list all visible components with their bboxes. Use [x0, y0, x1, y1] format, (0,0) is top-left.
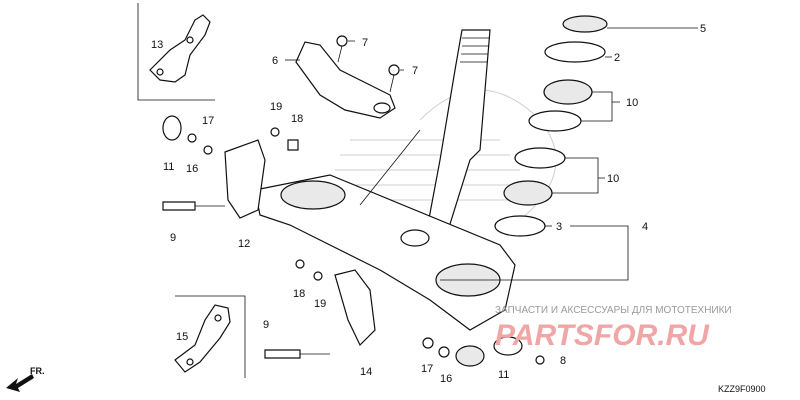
- bottom-right-parts: [422, 336, 545, 367]
- callout-19-lower: 19: [314, 298, 326, 310]
- callout-11-upper: 11: [163, 161, 174, 173]
- inset-bracket-15: [174, 295, 246, 378]
- watermark-tagline: ЗАПЧАСТИ И АКСЕССУАРЫ ДЛЯ МОТОТЕХНИКИ: [495, 305, 732, 316]
- callout-14: 14: [360, 366, 372, 378]
- callout-11-lower: 11: [498, 369, 509, 381]
- callout-2: 2: [614, 52, 620, 64]
- callout-18-lower: 18: [293, 288, 305, 300]
- callout-16-upper: 16: [186, 163, 198, 175]
- callout-7-b: 7: [412, 65, 418, 77]
- watermark: ЗАПЧАСТИ И АКСЕССУАРЫ ДЛЯ МОТОТЕХНИКИ PA…: [495, 305, 732, 352]
- callout-4: 4: [642, 221, 648, 233]
- bearing-stack: [494, 15, 608, 237]
- callout-19-upper: 19: [270, 101, 282, 113]
- steering-stem: [424, 29, 491, 241]
- leader-lines: [285, 27, 698, 281]
- callout-17-lower: 17: [421, 363, 433, 375]
- callout-9-lower: 9: [263, 319, 269, 331]
- callout-labels: 5 2 10 10 3 4 6 7 7 13 19 18 17 11 16 9 …: [151, 23, 706, 385]
- callout-10-upper: 10: [626, 97, 638, 109]
- callout-12: 12: [238, 238, 250, 250]
- inset-bracket-13: [137, 3, 215, 101]
- callout-8: 8: [560, 355, 566, 367]
- callout-18-upper: 18: [291, 113, 303, 125]
- diagram-code: KZZ9F0900: [718, 384, 766, 394]
- callout-7-a: 7: [362, 37, 368, 49]
- callout-10-lower: 10: [607, 173, 619, 185]
- callout-17-upper: 17: [202, 115, 214, 127]
- left-parts: [162, 115, 376, 359]
- callout-3: 3: [556, 221, 562, 233]
- callout-16-lower: 16: [440, 373, 452, 385]
- fork-bridge: [254, 174, 516, 331]
- arrow-icon: [6, 374, 34, 392]
- callout-13: 13: [151, 39, 163, 51]
- watermark-brand: PARTSFOR.RU: [495, 319, 710, 352]
- front-direction-arrow: FR.: [6, 366, 45, 392]
- callout-9-upper: 9: [170, 232, 176, 244]
- bolts-7: [336, 35, 400, 93]
- upper-bracket-6: [295, 41, 396, 119]
- callout-15: 15: [176, 331, 188, 343]
- direction-label: FR.: [30, 366, 45, 376]
- callout-5: 5: [700, 23, 706, 35]
- callout-6: 6: [272, 55, 278, 67]
